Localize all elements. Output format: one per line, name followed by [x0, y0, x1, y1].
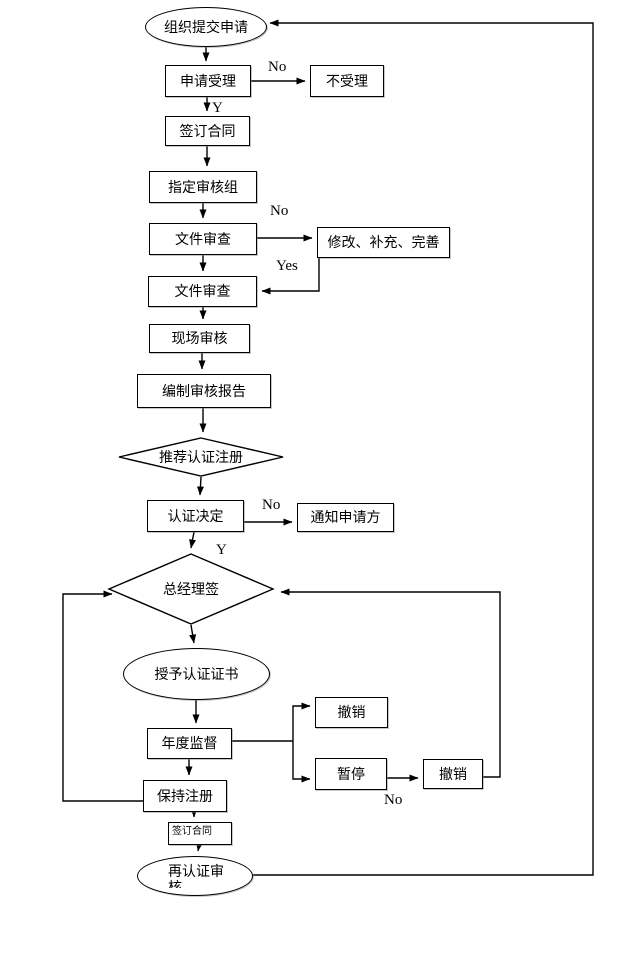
flow-node-audit-report: 编制审核报告	[137, 374, 271, 408]
connector-recommend-decision	[196, 476, 204, 496]
node-label: 授予认证证书	[154, 665, 239, 682]
flow-node-document-review-2: 文件审查	[148, 276, 257, 307]
node-label: 推荐认证注册	[156, 448, 246, 466]
node-label: 不受理	[326, 72, 368, 89]
node-label: 通知申请方	[310, 509, 381, 526]
flow-node-assign-audit-team: 指定审核组	[149, 171, 257, 203]
node-label: 撤销	[439, 765, 467, 782]
edge-label-docrev-no: No	[270, 203, 289, 219]
flow-node-suspend: 暂停	[315, 758, 387, 790]
connector-gm-grant	[189, 624, 197, 644]
connector-branch-suspend	[292, 741, 311, 783]
node-label: 文件审查	[174, 283, 231, 300]
edge-label-suspend-no: No	[384, 792, 403, 808]
node-label: 撤销	[337, 704, 366, 721]
connector-branch-revoke1	[292, 702, 311, 741]
diamond-shape	[107, 553, 275, 625]
flow-node-certification-decision: 认证决定	[147, 500, 244, 532]
edge-label-accept-yes: Y	[212, 100, 223, 116]
node-label: 保持注册	[157, 787, 213, 804]
node-label: 现场审核	[171, 330, 228, 347]
flow-node-keep-registration: 保持注册	[143, 780, 227, 812]
node-label: 文件审查	[175, 230, 231, 247]
flow-node-revoke-2: 撤销	[423, 759, 483, 789]
flow-node-accept-application: 申请受理	[165, 65, 251, 97]
node-label: 组织提交申请	[164, 18, 248, 35]
flow-node-start: 组织提交申请	[145, 7, 267, 47]
node-label: 年度监督	[161, 735, 218, 752]
connector-keep-gm-loop	[62, 590, 143, 802]
node-label: 编制审核报告	[162, 382, 246, 399]
flow-node-general-manager-sign: 总经理签	[107, 553, 275, 625]
node-label: 签订合同	[172, 826, 212, 837]
edge-label-decision-no: No	[262, 497, 281, 513]
flow-node-notify-applicant: 通知申请方	[297, 503, 394, 532]
flow-node-revoke-1: 撤销	[315, 697, 388, 728]
flow-node-site-audit: 现场审核	[149, 324, 250, 353]
connector-decision-gm	[189, 531, 197, 549]
edge-label-docrev-yes: Yes	[276, 258, 298, 274]
flow-node-sign-contract-renewal: 签订合同	[168, 822, 232, 845]
flow-node-revise-supplement: 修改、补充、完善	[317, 227, 450, 258]
flow-node-recommend-registration: 推荐认证注册	[117, 437, 285, 477]
flow-node-grant-certificate: 授予认证证书	[123, 648, 270, 700]
edge-label-accept-no: No	[268, 59, 287, 75]
node-label: 申请受理	[180, 72, 236, 89]
flow-node-document-review-1: 文件审查	[149, 223, 257, 255]
edge-label-decision-yes: Y	[216, 542, 227, 558]
flow-node-not-accepted: 不受理	[310, 65, 384, 97]
node-label: 再认证审 核	[168, 863, 224, 888]
node-label: 签订合同	[179, 122, 236, 139]
node-label: 暂停	[337, 765, 365, 782]
flow-node-annual-supervision: 年度监督	[147, 728, 232, 759]
node-label: 修改、补充、完善	[327, 234, 440, 251]
node-label: 总经理签	[163, 580, 219, 597]
connector-revise-docrev2	[261, 258, 320, 295]
connector-recert-start-loop	[253, 19, 594, 876]
node-label: 指定审核组	[168, 178, 238, 195]
node-label: 认证决定	[167, 507, 224, 524]
flow-node-recertification-audit: 再认证审 核	[137, 856, 253, 896]
connector-sign2-recert	[195, 842, 203, 852]
connector-revoke2-gm-loop	[280, 588, 501, 778]
flow-node-sign-contract: 签订合同	[165, 116, 250, 146]
